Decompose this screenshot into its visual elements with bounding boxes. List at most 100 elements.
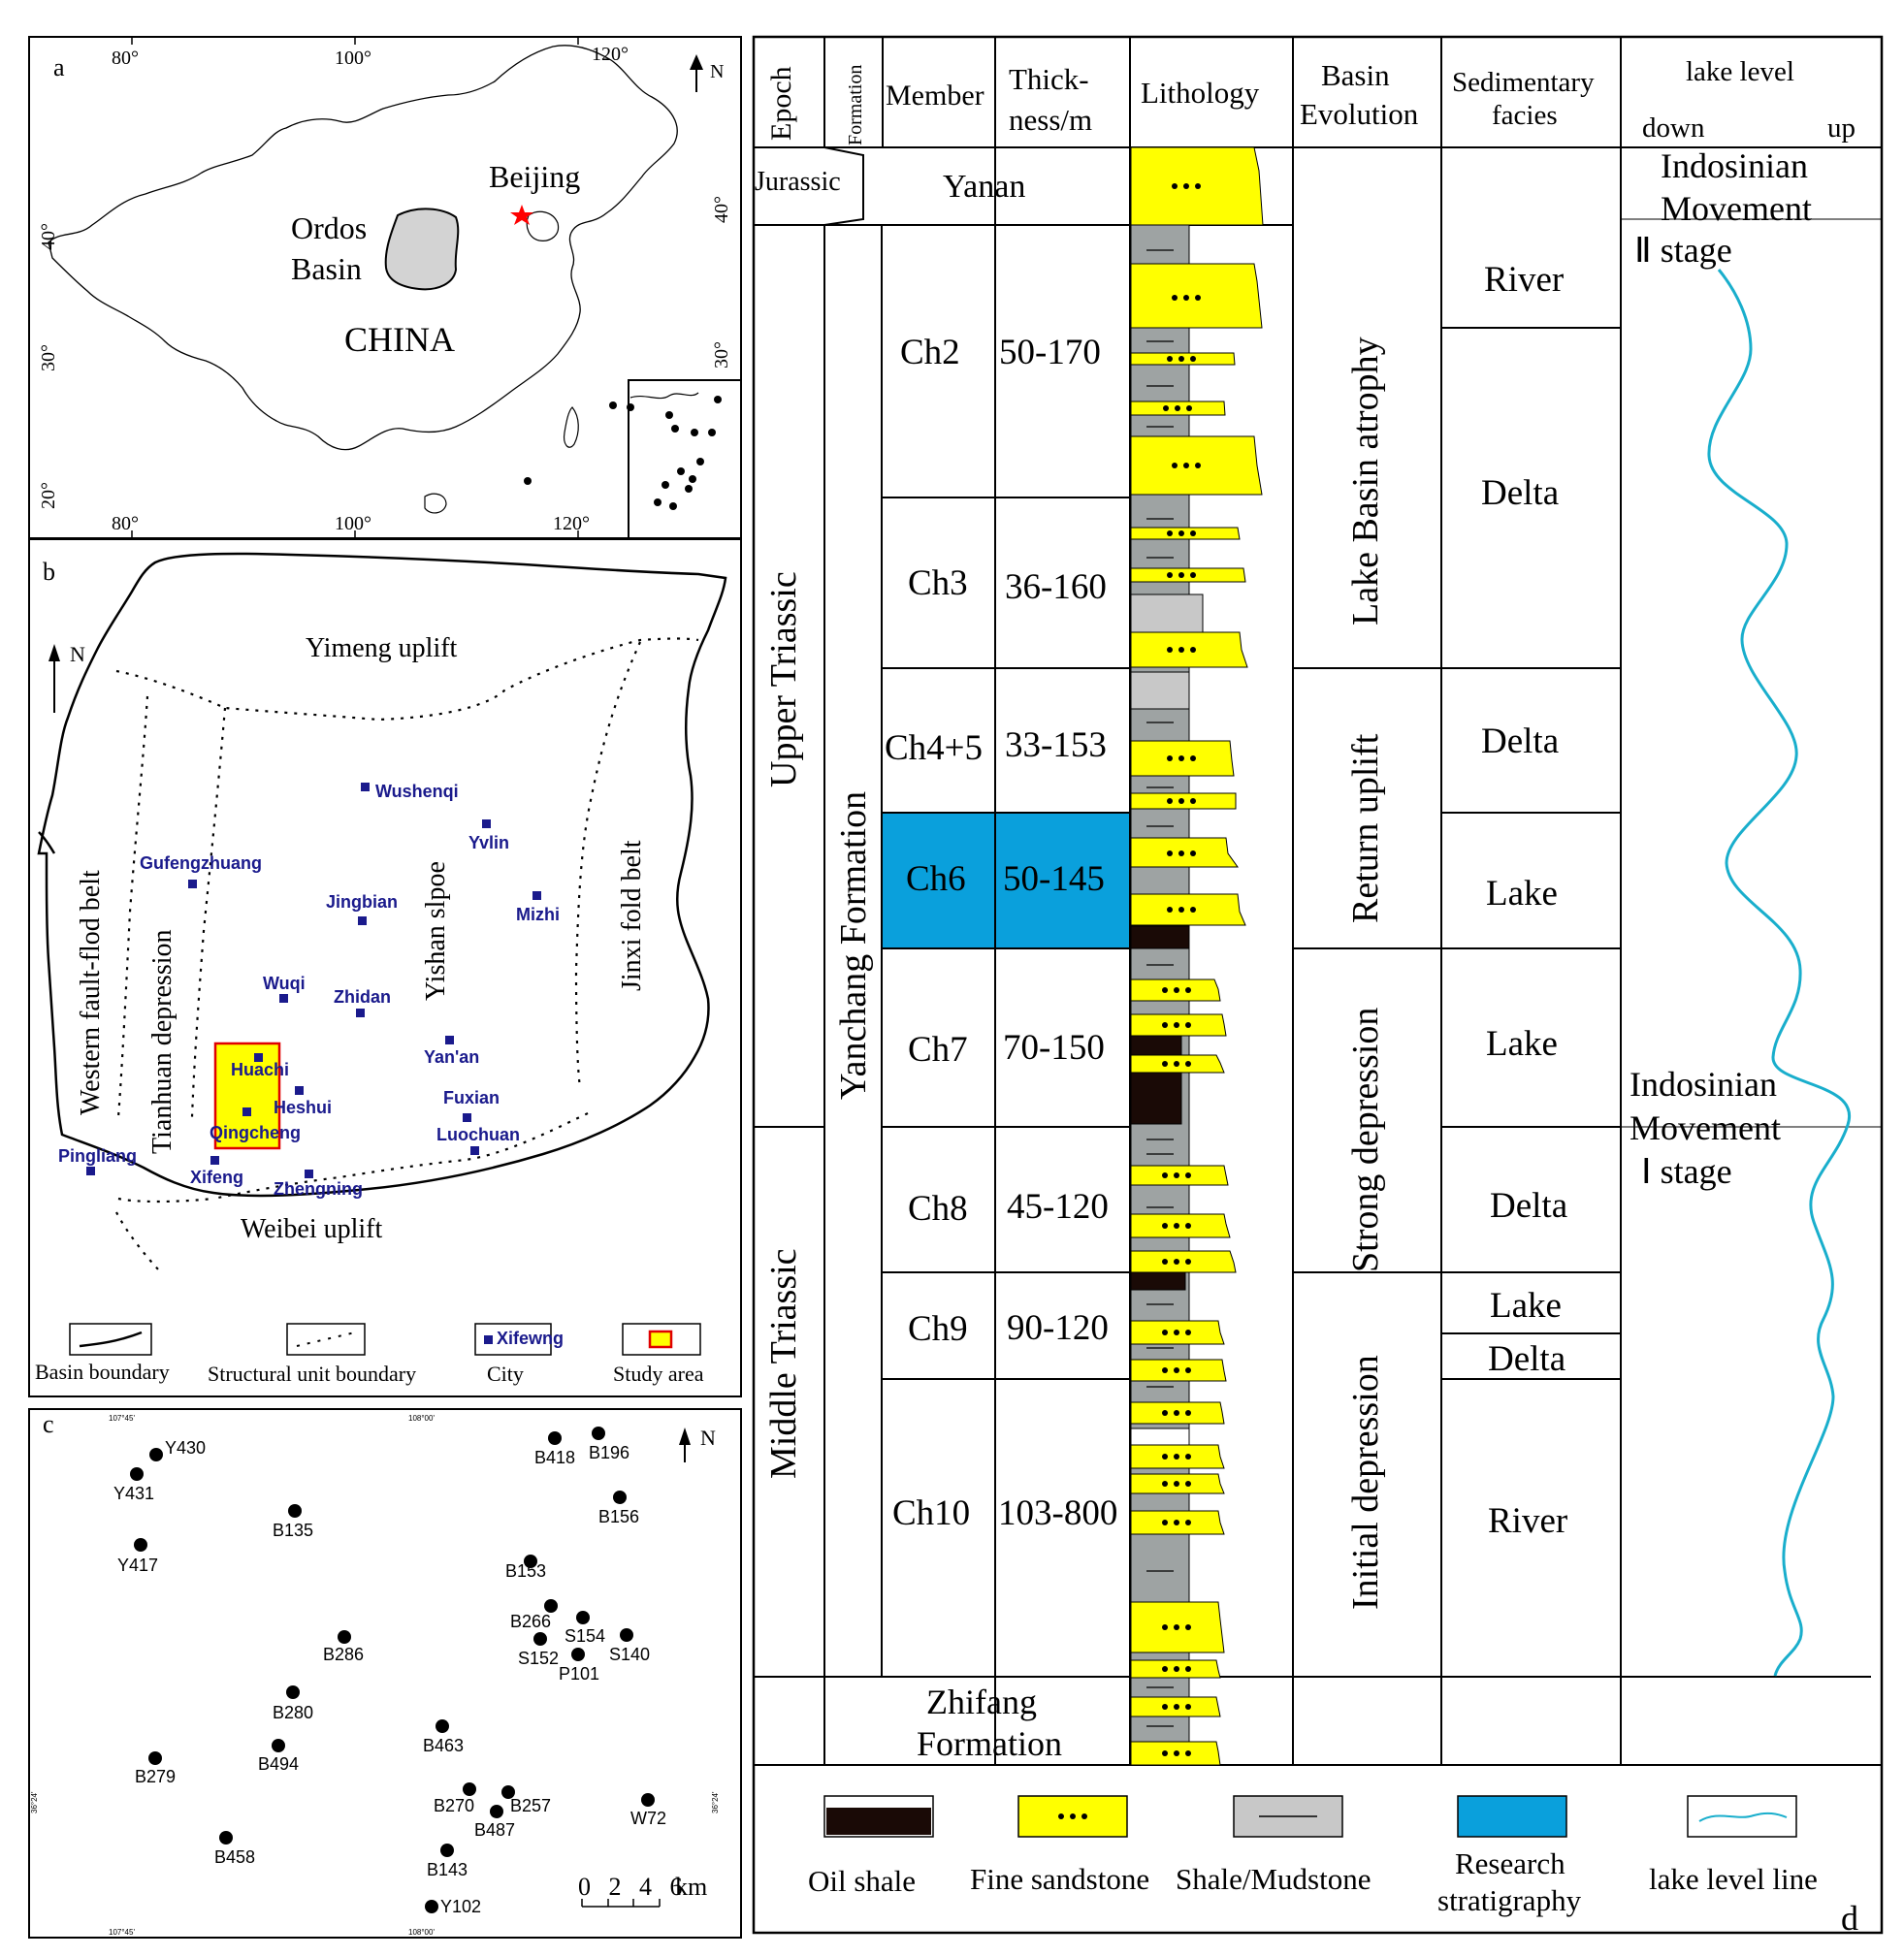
- formation-zhifang: Zhifang: [926, 1683, 1037, 1721]
- well-label: W72: [630, 1809, 666, 1828]
- facies-label: Delta: [1481, 473, 1559, 513]
- structural-boundaries: [115, 637, 699, 1271]
- well-label: B143: [427, 1860, 468, 1879]
- unit-yishan: Yishan slpoe: [421, 861, 451, 1001]
- basin-boundary: [37, 552, 727, 1198]
- basin-evolution-stage: Lake Basin atrophy: [1345, 337, 1386, 626]
- legend-oil-shale: Oil shale: [808, 1864, 916, 1898]
- member-name: Ch9: [908, 1309, 968, 1349]
- well-label: Y430: [165, 1438, 206, 1458]
- city-label: Pingliang: [58, 1146, 137, 1166]
- member-name: Ch10: [892, 1493, 970, 1533]
- basin-evolution-stage: Return uplift: [1345, 733, 1386, 923]
- well-label: B463: [423, 1736, 464, 1755]
- member-thickness: 45-120: [1007, 1187, 1109, 1227]
- movement-1-label: Ⅰ stage: [1641, 1152, 1732, 1191]
- facies-label: Delta: [1488, 1339, 1565, 1379]
- header-basin: Basin: [1321, 58, 1390, 92]
- member-thickness: 50-145: [1003, 859, 1105, 899]
- well-label: B487: [474, 1820, 515, 1840]
- city-label: Jingbian: [326, 892, 398, 912]
- well-label: B270: [434, 1796, 474, 1815]
- header-lake-down: down: [1642, 112, 1705, 144]
- member-name: Ch3: [908, 563, 968, 603]
- lat-label: 30°: [38, 344, 59, 371]
- legend-fine-sandstone: Fine sandstone: [970, 1862, 1149, 1896]
- well-label: S140: [609, 1645, 650, 1664]
- lon-label: 100°: [335, 513, 371, 534]
- north-label: N: [70, 642, 85, 666]
- table-grid: [754, 37, 1882, 1766]
- well-label: B458: [214, 1847, 255, 1867]
- unit-jinxi: Jinxi fold belt: [617, 840, 647, 991]
- facies-label: Lake: [1490, 1286, 1562, 1326]
- well-label: B280: [273, 1703, 313, 1722]
- ordos-label: Ordos: [291, 210, 367, 245]
- facies-label: River: [1488, 1501, 1567, 1541]
- panel-b-structural-map: b N Yimeng uplift Weibei uplift Western …: [28, 538, 742, 1397]
- lat-label: 40°: [711, 196, 732, 223]
- legend-city: City: [487, 1362, 524, 1386]
- legend-basin-boundary: Basin boundary: [35, 1360, 170, 1384]
- well-label: B286: [323, 1645, 364, 1664]
- header-facies: Sedimentary: [1452, 67, 1595, 98]
- coord-label: 36°24': [711, 1791, 720, 1813]
- unit-weibei: Weibei uplift: [241, 1214, 382, 1244]
- beijing-star-icon: [510, 205, 533, 225]
- north-arrow-icon: [679, 1428, 691, 1462]
- panel-b-legend: Xifewng Basin boundary Structural unit b…: [35, 1323, 704, 1386]
- china-label: CHINA: [344, 320, 455, 359]
- header-member: Member: [886, 80, 984, 112]
- city-label: Zhidan: [334, 987, 391, 1007]
- research-highlight-ch6: [882, 813, 1130, 948]
- well-label: B266: [510, 1612, 551, 1631]
- ordos-basin-shape: [384, 208, 460, 291]
- formation-zhifang: Formation: [917, 1724, 1062, 1763]
- member-thickness: 70-150: [1003, 1028, 1105, 1068]
- coord-label: 107°45': [109, 1928, 135, 1937]
- panel-c-letter: c: [43, 1410, 54, 1438]
- legend-structural-boundary: Structural unit boundary: [208, 1362, 416, 1386]
- unit-western: Western fault-flod belt: [76, 870, 106, 1115]
- north-label: N: [710, 61, 724, 82]
- header-basin: Evolution: [1300, 97, 1419, 131]
- well-label: B279: [135, 1767, 176, 1786]
- well-label: B494: [258, 1754, 299, 1774]
- scale-numbers: 0 2 4 6: [578, 1873, 689, 1901]
- formation-boundary: [823, 146, 864, 226]
- member-name: Ch2: [900, 333, 960, 372]
- well-label: B418: [534, 1448, 575, 1467]
- well-markers: [130, 1427, 655, 1913]
- well-label: B196: [589, 1443, 629, 1462]
- lat-label: 30°: [711, 341, 732, 369]
- well-label: Y417: [117, 1556, 158, 1575]
- well-label: B135: [273, 1521, 313, 1540]
- panel-d-stratigraphic-column: Epoch Formation Member Thick- ness/m Lit…: [752, 35, 1884, 1938]
- member-name: Ch6: [906, 859, 966, 899]
- well-label: P101: [559, 1664, 599, 1684]
- header-thickness: ness/m: [1009, 103, 1092, 137]
- unit-tianhuan: Tianhuan depression: [147, 929, 177, 1154]
- panel-a-letter: a: [53, 53, 65, 81]
- facies-label: River: [1484, 260, 1564, 300]
- header-lithology: Lithology: [1141, 76, 1260, 110]
- legend-lake-level-line: lake level line: [1649, 1862, 1818, 1896]
- city-label: Luochuan: [436, 1125, 520, 1144]
- well-label: Y431: [113, 1484, 154, 1503]
- scale-bar: [581, 1899, 661, 1908]
- coord-label: 107°45': [109, 1414, 135, 1423]
- well-label: B153: [505, 1561, 546, 1581]
- panel-a-location-map: a 80° 100° 120° 80° 100° 120° 40° 30° 20…: [28, 36, 742, 539]
- city-label: Wuqi: [263, 974, 306, 993]
- well-label: S154: [565, 1626, 605, 1646]
- header-formation: Formation: [845, 65, 866, 145]
- study-area-box: [213, 1042, 281, 1150]
- unit-yimeng: Yimeng uplift: [306, 633, 458, 663]
- beijing-label: Beijing: [489, 159, 580, 194]
- panel-c-well-map: c N 107°45' 108°00' 107°45' 108°00' 36°2…: [28, 1408, 742, 1939]
- city-label: Yvlin: [468, 833, 509, 852]
- member-name: Ch4+5: [885, 728, 983, 768]
- panel-d-legend: Oil shale Fine sandstone Shale/Mudstone …: [808, 1795, 1818, 1917]
- city-label: Fuxian: [443, 1088, 500, 1107]
- north-arrow-icon: [48, 644, 60, 713]
